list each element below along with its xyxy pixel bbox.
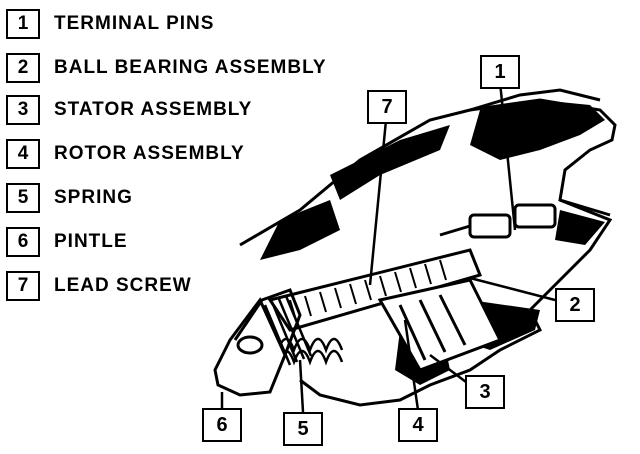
callout-2: 2 [555, 288, 595, 322]
legend-number-box: 5 [6, 183, 40, 213]
callout-5: 5 [283, 412, 323, 446]
legend-label: ROTOR ASSEMBLY [54, 143, 245, 164]
callout-6: 6 [202, 408, 242, 442]
legend-label: BALL BEARING ASSEMBLY [54, 57, 327, 78]
callout-3: 3 [465, 375, 505, 409]
legend-item-2: 2 BALL BEARING ASSEMBLY [6, 52, 327, 84]
callout-leader-lines [220, 81, 556, 413]
legend-number-box: 4 [6, 139, 40, 169]
callout-7: 7 [367, 90, 407, 124]
legend-item-5: 5 SPRING [6, 182, 133, 214]
legend-label: PINTLE [54, 231, 128, 252]
nose-threads [263, 295, 313, 366]
legend-number-box: 6 [6, 227, 40, 257]
legend-item-7: 7 LEAD SCREW [6, 270, 192, 302]
legend-number-box: 2 [6, 53, 40, 83]
callout-4: 4 [398, 408, 438, 442]
legend-label: STATOR ASSEMBLY [54, 99, 253, 120]
legend-item-6: 6 PINTLE [6, 226, 128, 258]
legend-label: LEAD SCREW [54, 275, 192, 296]
legend-number-box: 3 [6, 95, 40, 125]
legend-number-box: 1 [6, 9, 40, 39]
legend-item-1: 1 TERMINAL PINS [6, 8, 214, 40]
callout-1: 1 [480, 55, 520, 89]
pintle-drawing [213, 288, 302, 397]
legend-label: TERMINAL PINS [54, 13, 215, 34]
legend-item-4: 4 ROTOR ASSEMBLY [6, 138, 245, 170]
terminal-pins-drawing [439, 203, 557, 239]
legend-label: SPRING [54, 187, 133, 208]
legend-number-box: 7 [6, 271, 40, 301]
legend-item-3: 3 STATOR ASSEMBLY [6, 94, 252, 126]
